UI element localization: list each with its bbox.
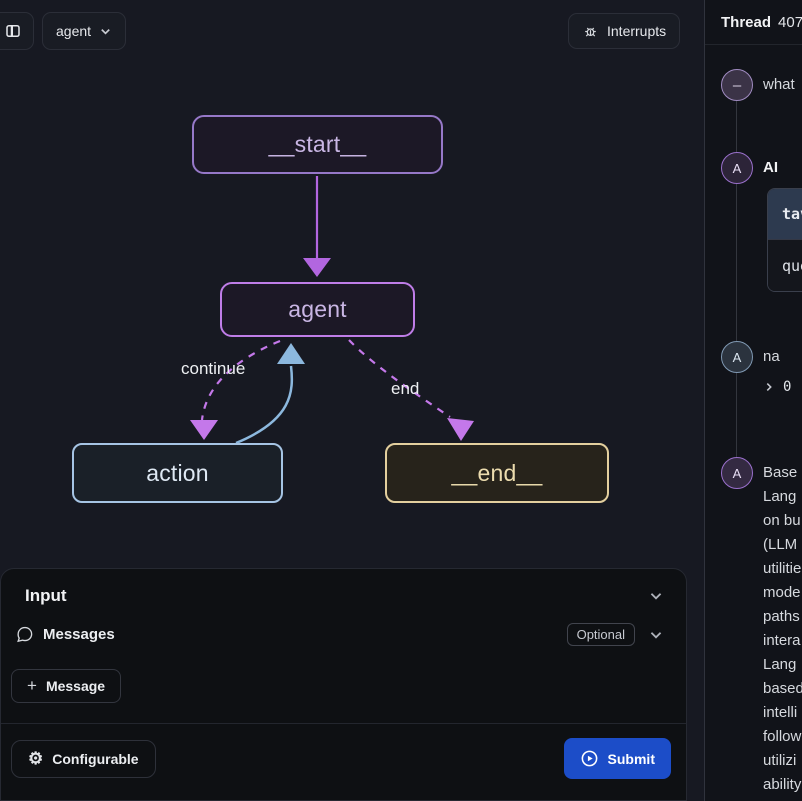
paragraph-line: ability [763, 776, 802, 793]
speech-bubble-icon [15, 625, 34, 644]
bug-icon [582, 23, 599, 40]
paragraph-line: based [763, 680, 802, 697]
edge-label-continue: continue [181, 359, 246, 378]
paragraph-line: follow [763, 728, 802, 745]
thread-panel: Thread 407 – what A AI tav que A na 0 A … [704, 0, 802, 801]
chevron-down-icon[interactable] [648, 588, 664, 604]
paragraph-line: intelli [763, 704, 798, 721]
add-message-label: Message [45, 678, 106, 694]
add-message-button[interactable]: + Message [11, 669, 122, 703]
arrowhead-start-agent [303, 258, 331, 277]
configurable-label: Configurable [52, 751, 139, 767]
human-message-text: what [763, 76, 795, 93]
paragraph-line: paths [763, 608, 800, 625]
input-panel-header[interactable]: Input [1, 569, 686, 606]
configurable-button[interactable]: ⚙ Configurable [11, 740, 156, 778]
graph-node-agent[interactable]: agent [220, 282, 415, 337]
thread-header: Thread 407 [705, 0, 802, 45]
gear-icon: ⚙ [28, 749, 44, 768]
paragraph-line: utilitie [763, 560, 802, 577]
optional-badge: Optional [566, 623, 635, 646]
ai-role-label: AI [763, 159, 778, 176]
paragraph-line: utilizi [763, 752, 797, 769]
graph-node-action[interactable]: action [72, 443, 283, 503]
edge-agent-action [200, 339, 281, 421]
graph-selector-dropdown[interactable]: agent [42, 12, 127, 50]
panel-toggle-button[interactable] [0, 12, 34, 50]
tool-call-card: tav que [767, 188, 802, 292]
ai-message-paragraph: Base Lang on bu (LLM utilitie mode paths… [763, 461, 802, 797]
panel-left-icon [4, 22, 22, 40]
thread-id: 407 [778, 13, 802, 31]
input-panel: Input Messages Optional [0, 568, 687, 801]
tool-call-arg: que [768, 239, 802, 291]
avatar-human: – [721, 69, 753, 101]
thread-connector-line [736, 85, 737, 473]
arrowhead-action-agent [277, 343, 305, 364]
paragraph-line: intera [763, 632, 801, 649]
chevron-down-icon[interactable] [648, 627, 664, 643]
paragraph-line: Base [763, 464, 798, 481]
submit-label: Submit [607, 750, 655, 767]
chevron-right-icon [763, 381, 775, 393]
tool-result-expander[interactable]: 0 [763, 379, 791, 395]
edge-label-end: end [391, 379, 420, 398]
thread-title: Thread [721, 13, 772, 31]
graph-canvas: continue end __start__ agent action __en… [0, 12, 687, 801]
play-circle-icon [580, 749, 599, 768]
graph-selector-label: agent [56, 23, 92, 39]
arrowhead-agent-end [447, 418, 474, 441]
interrupts-label: Interrupts [607, 23, 667, 39]
chevron-down-icon [99, 25, 112, 38]
arrowhead-agent-action [190, 420, 218, 440]
plus-icon: + [27, 676, 37, 695]
paragraph-line: (LLM [763, 536, 798, 553]
avatar-tool: A [721, 341, 753, 373]
paragraph-line: Lang [763, 656, 797, 673]
avatar-ai: A [721, 152, 753, 184]
tool-message-text: na [763, 348, 780, 365]
interrupts-button[interactable]: Interrupts [568, 13, 681, 49]
messages-field-row[interactable]: Messages Optional [1, 606, 686, 646]
expand-count: 0 [783, 379, 792, 395]
graph-node-end[interactable]: __end__ [385, 443, 609, 503]
input-panel-title: Input [25, 586, 67, 605]
paragraph-line: mode [763, 584, 801, 601]
input-panel-divider [1, 723, 686, 724]
paragraph-line: on bu [763, 512, 801, 529]
tool-call-name[interactable]: tav [768, 189, 802, 239]
graph-node-start[interactable]: __start__ [192, 115, 443, 174]
messages-field-label: Messages [43, 626, 115, 643]
paragraph-line: Lang [763, 488, 797, 505]
submit-button[interactable]: Submit [563, 738, 671, 779]
avatar-ai: A [721, 457, 753, 489]
